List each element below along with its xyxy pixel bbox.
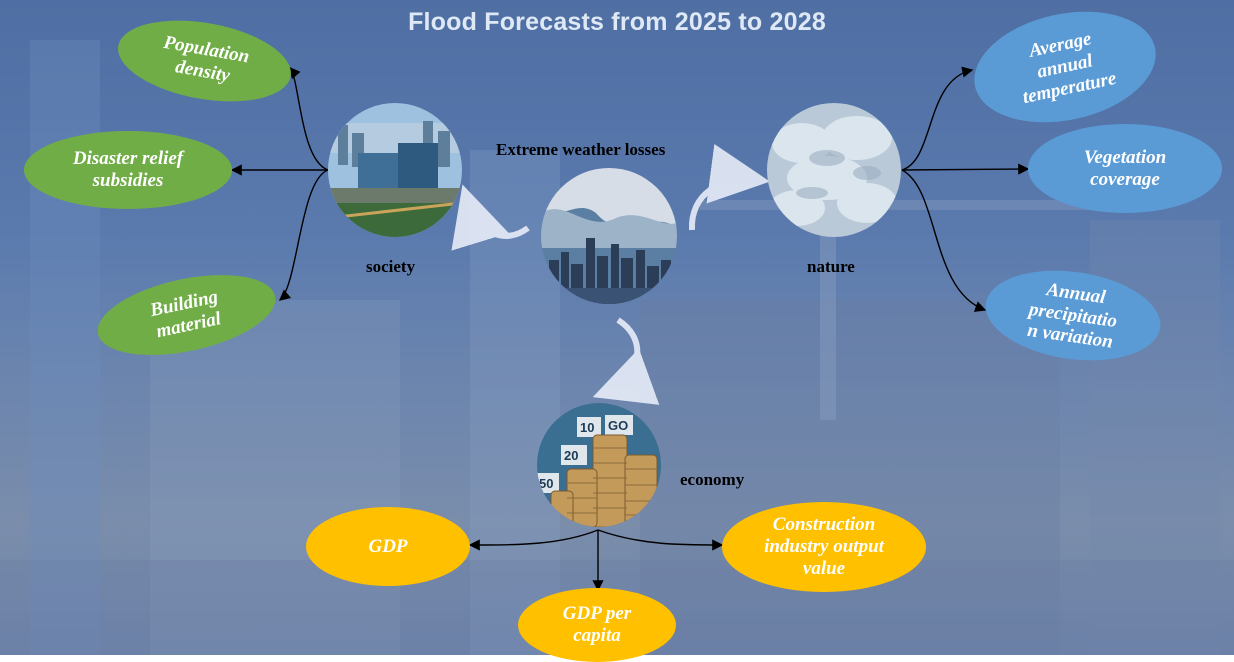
factor-construction-industry-output-value: Construction industry output value (722, 502, 926, 592)
nature-cloud-image (767, 103, 901, 237)
arrow-nature-precipitation (901, 169, 987, 312)
society-label: society (366, 257, 416, 276)
flow-arrow-to-economy (592, 317, 660, 405)
arrow-economy-construction (597, 529, 724, 551)
coin-stacks-icon: 10 GO 20 50 (537, 403, 661, 527)
arrow-economy-gdp (468, 529, 599, 551)
arrow-society-building (278, 169, 329, 301)
city-buildings-icon (328, 103, 462, 237)
nature-label: nature (807, 257, 855, 276)
coin-label-50: 50 (539, 476, 553, 491)
factor-gdp-per-capita: GDP per capita (518, 588, 676, 662)
economy-coins-image: 10 GO 20 50 (537, 403, 661, 527)
flow-arrow-to-nature (688, 144, 770, 231)
flow-arrow-to-society (451, 184, 530, 251)
coin-label-10: 10 (580, 420, 594, 435)
factor-vegetation-coverage: Vegetation coverage (1028, 124, 1222, 213)
economy-label: economy (680, 470, 745, 489)
diagram-title: Flood Forecasts from 2025 to 2028 (408, 8, 826, 36)
clouds-icon (767, 103, 901, 237)
center-storm-city-image (541, 168, 677, 304)
arrow-nature-temperature (901, 66, 974, 171)
factor-disaster-relief-subsidies: Disaster relief subsidies (24, 131, 232, 209)
coin-label-20: 20 (564, 448, 578, 463)
arrow-nature-vegetation (901, 163, 1030, 175)
society-city-image (328, 103, 462, 237)
center-label: Extreme weather losses (496, 140, 666, 159)
arrow-society-population (289, 66, 329, 171)
coin-label-go: GO (608, 418, 628, 433)
factor-gdp: GDP (306, 507, 470, 586)
city-skyline-icon (541, 168, 677, 304)
